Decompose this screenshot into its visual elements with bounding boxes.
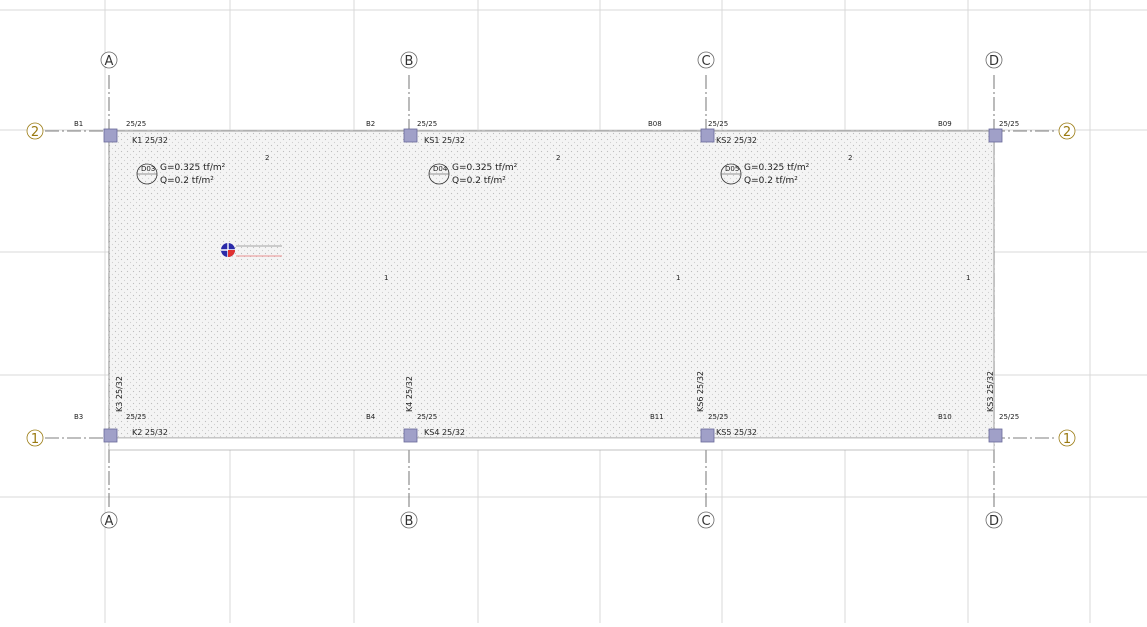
crosshair-marker-icon[interactable] <box>221 243 282 257</box>
slab-load-g: G=0.325 tf/m² <box>452 163 518 173</box>
beam-label: K1 25/32 <box>132 136 168 145</box>
slab-load-g: G=0.325 tf/m² <box>744 163 810 173</box>
columns <box>103 128 1003 443</box>
axis-label-A-bottom: A <box>105 514 114 529</box>
axis-bubble[interactable] <box>985 51 1003 69</box>
axis-label-2-left: 2 <box>31 125 39 140</box>
axis-label-A-top: A <box>105 54 114 69</box>
slab-load-q: Q=0.2 tf/m² <box>160 176 214 186</box>
axis-bubble[interactable] <box>400 51 418 69</box>
slab-tag[interactable]: D03 <box>136 163 158 185</box>
slab-tag[interactable]: D04 <box>428 163 450 185</box>
rib-number: 1 <box>384 274 388 282</box>
axis-bubble[interactable] <box>100 51 118 69</box>
corner-tag: B1 <box>74 120 83 128</box>
beam-label: KS1 25/32 <box>424 136 465 145</box>
axis-bubble[interactable] <box>400 511 418 529</box>
beam-label: KS4 25/32 <box>424 428 465 437</box>
direction-number: 2 <box>556 154 560 162</box>
corner-tag: B2 <box>366 120 375 128</box>
column[interactable] <box>103 128 118 143</box>
beams <box>108 130 995 451</box>
slab-id: D03 <box>141 165 155 173</box>
slab-load-q: Q=0.2 tf/m² <box>744 176 798 186</box>
beam-label-vertical: KS3 25/32 <box>986 371 995 412</box>
slab-id: D05 <box>725 165 739 173</box>
axis-bubble[interactable] <box>985 511 1003 529</box>
corner-tag: B4 <box>366 413 376 421</box>
column-size: 25/25 <box>999 413 1019 421</box>
slab-load-g: G=0.325 tf/m² <box>160 163 226 173</box>
column-size: 25/25 <box>417 413 437 421</box>
column[interactable] <box>403 128 418 143</box>
corner-tag: B11 <box>650 413 664 421</box>
column[interactable] <box>103 428 118 443</box>
slab-tag[interactable]: D05 <box>720 163 742 185</box>
axis-bubble[interactable] <box>26 122 44 140</box>
beam-label: KS5 25/32 <box>716 428 757 437</box>
corner-tag: B10 <box>938 413 952 421</box>
axis-bubble[interactable] <box>697 51 715 69</box>
column-size: 25/25 <box>999 120 1019 128</box>
column-size: 25/25 <box>708 120 728 128</box>
beam-label-vertical: KS6 25/32 <box>696 371 705 412</box>
column-size: 25/25 <box>708 413 728 421</box>
slab-id: D04 <box>433 165 448 173</box>
column[interactable] <box>988 128 1003 143</box>
direction-number: 2 <box>265 154 269 162</box>
column[interactable] <box>988 428 1003 443</box>
column[interactable] <box>700 428 715 443</box>
direction-number: 2 <box>848 154 852 162</box>
beam-label: K2 25/32 <box>132 428 168 437</box>
axis-bubble[interactable] <box>1058 122 1076 140</box>
slab-load-q: Q=0.2 tf/m² <box>452 176 506 186</box>
column[interactable] <box>403 428 418 443</box>
axis-label-D-top: D <box>989 54 999 69</box>
beam-label-vertical: K3 25/32 <box>115 376 124 412</box>
axis-label-1-left: 1 <box>31 432 39 447</box>
column-size: 25/25 <box>126 120 146 128</box>
corner-tag: B09 <box>938 120 952 128</box>
axis-label-C-bottom: C <box>701 514 710 529</box>
axis-label-D-bottom: D <box>989 514 999 529</box>
corner-tag: B08 <box>648 120 662 128</box>
rib-number: 1 <box>966 274 970 282</box>
axis-bubble[interactable] <box>1058 429 1076 447</box>
beam-label-vertical: K4 25/32 <box>405 376 414 412</box>
corner-tag: B3 <box>74 413 83 421</box>
axis-label-B-bottom: B <box>405 514 414 529</box>
column[interactable] <box>700 128 715 143</box>
axis-bubble[interactable] <box>697 511 715 529</box>
beam-frame <box>108 130 995 439</box>
axis-label-1-right: 1 <box>1063 432 1071 447</box>
column-size: 25/25 <box>417 120 437 128</box>
axis-bubble[interactable] <box>100 511 118 529</box>
column-size: 25/25 <box>126 413 146 421</box>
beam-label: KS2 25/32 <box>716 136 757 145</box>
axis-bubble[interactable] <box>26 429 44 447</box>
beam-strip <box>108 437 995 451</box>
axis-label-C-top: C <box>701 54 710 69</box>
axis-label-2-right: 2 <box>1063 125 1071 140</box>
axis-label-B-top: B <box>405 54 414 69</box>
rib-number: 1 <box>676 274 680 282</box>
